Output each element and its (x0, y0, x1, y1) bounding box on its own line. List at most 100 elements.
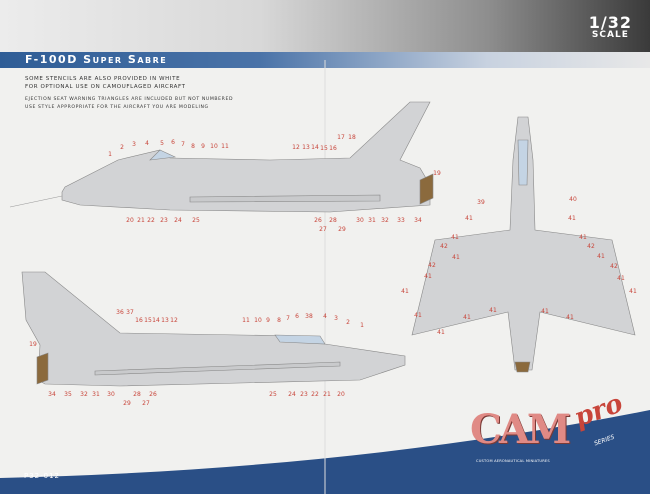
callout-number: 24 (174, 217, 182, 224)
callout-number: 41 (617, 275, 625, 282)
callout-number: 14 (311, 144, 319, 151)
callout-number: 21 (137, 217, 145, 224)
callout-number: 39 (477, 199, 485, 206)
plan-view-aircraft (411, 116, 636, 373)
callout-number: 21 (323, 391, 331, 398)
callout-number: 4 (145, 140, 149, 147)
callout-number: 22 (311, 391, 319, 398)
callout-number: 17 (337, 134, 345, 141)
callout-number: 13 (161, 317, 169, 324)
callout-number: 41 (597, 253, 605, 260)
callout-number: 6 (171, 139, 175, 146)
callout-number: 25 (269, 391, 277, 398)
scale-label: SCALE (591, 30, 629, 40)
callout-number: 42 (440, 243, 448, 250)
campro-tagline: CUSTOM AERONAUTICAL MINIATURES (476, 459, 550, 463)
callout-number: 41 (463, 314, 471, 321)
callout-number: 41 (414, 312, 422, 319)
callout-number: 11 (221, 143, 229, 150)
callout-number: 37 (126, 309, 134, 316)
callout-number: 16 (135, 317, 143, 324)
callout-number: 25 (192, 217, 200, 224)
callout-number: 41 (451, 234, 459, 241)
callout-number: 42 (587, 243, 595, 250)
callout-number: 3 (334, 315, 338, 322)
callout-number: 11 (242, 317, 250, 324)
note-2: for optional use on camouflaged aircraft (25, 84, 186, 90)
scale-value: 1/32 (588, 13, 632, 32)
right-profile-aircraft (21, 271, 406, 387)
callout-number: 26 (314, 217, 322, 224)
callout-number: 8 (277, 317, 281, 324)
callout-number: 41 (401, 288, 409, 295)
page-title: F-100D Super Sabre (25, 53, 168, 66)
callout-number: 10 (254, 317, 262, 324)
callout-number: 12 (170, 317, 178, 324)
callout-number: 41 (629, 288, 637, 295)
callout-number: 12 (292, 144, 300, 151)
note-4: Use style appropriate for the aircraft y… (25, 105, 209, 110)
callout-number: 5 (160, 140, 164, 147)
callout-number: 41 (424, 273, 432, 280)
callout-number: 31 (92, 391, 100, 398)
callout-number: 27 (319, 226, 327, 233)
callout-number: 31 (368, 217, 376, 224)
callout-number: 2 (346, 319, 350, 326)
left-profile-aircraft (9, 101, 434, 213)
callout-number: 20 (126, 217, 134, 224)
callout-number: 28 (133, 391, 141, 398)
callout-number: 9 (266, 317, 270, 324)
callout-number: 35 (64, 391, 72, 398)
callout-number: 15 (320, 145, 328, 152)
product-code: P32-012 (24, 472, 61, 480)
callout-number: 18 (348, 134, 356, 141)
scale-badge: 1/32 SCALE (589, 15, 632, 40)
callout-number: 29 (123, 400, 131, 407)
callout-number: 7 (286, 315, 290, 322)
callout-number: 41 (579, 234, 587, 241)
callout-number: 9 (201, 143, 205, 150)
callout-number: 29 (338, 226, 346, 233)
callout-number: 36 (116, 309, 124, 316)
callout-number: 34 (414, 217, 422, 224)
callout-number: 34 (48, 391, 56, 398)
callout-number: 41 (568, 215, 576, 222)
callout-number: 40 (569, 196, 577, 203)
callout-number: 22 (147, 217, 155, 224)
callout-number: 14 (152, 317, 160, 324)
header-band (0, 0, 650, 52)
note-3: Ejection seat warning triangles are incl… (25, 97, 234, 102)
callout-number: 32 (80, 391, 88, 398)
callout-number: 41 (566, 314, 574, 321)
callout-number: 28 (329, 217, 337, 224)
callout-number: 6 (295, 313, 299, 320)
callout-number: 30 (107, 391, 115, 398)
callout-number: 41 (541, 308, 549, 315)
callout-number: 10 (210, 143, 218, 150)
callout-number: 19 (433, 170, 441, 177)
callout-number: 1 (360, 322, 364, 329)
callout-number: 23 (160, 217, 168, 224)
callout-number: 42 (428, 262, 436, 269)
callout-number: 38 (305, 313, 313, 320)
callout-number: 3 (132, 141, 136, 148)
callout-number: 33 (397, 217, 405, 224)
callout-number: 15 (144, 317, 152, 324)
callout-number: 41 (489, 307, 497, 314)
callout-number: 2 (120, 144, 124, 151)
callout-number: 7 (181, 141, 185, 148)
callout-number: 20 (337, 391, 345, 398)
callout-number: 16 (329, 145, 337, 152)
callout-number: 26 (149, 391, 157, 398)
callout-number: 41 (465, 215, 473, 222)
callout-number: 1 (108, 151, 112, 158)
callout-number: 32 (381, 217, 389, 224)
callout-number: 19 (29, 341, 37, 348)
callout-number: 8 (191, 143, 195, 150)
callout-number: 27 (142, 400, 150, 407)
callout-number: 4 (323, 313, 327, 320)
callout-number: 41 (437, 329, 445, 336)
callout-number: 24 (288, 391, 296, 398)
campro-logo: CAM (470, 406, 571, 453)
